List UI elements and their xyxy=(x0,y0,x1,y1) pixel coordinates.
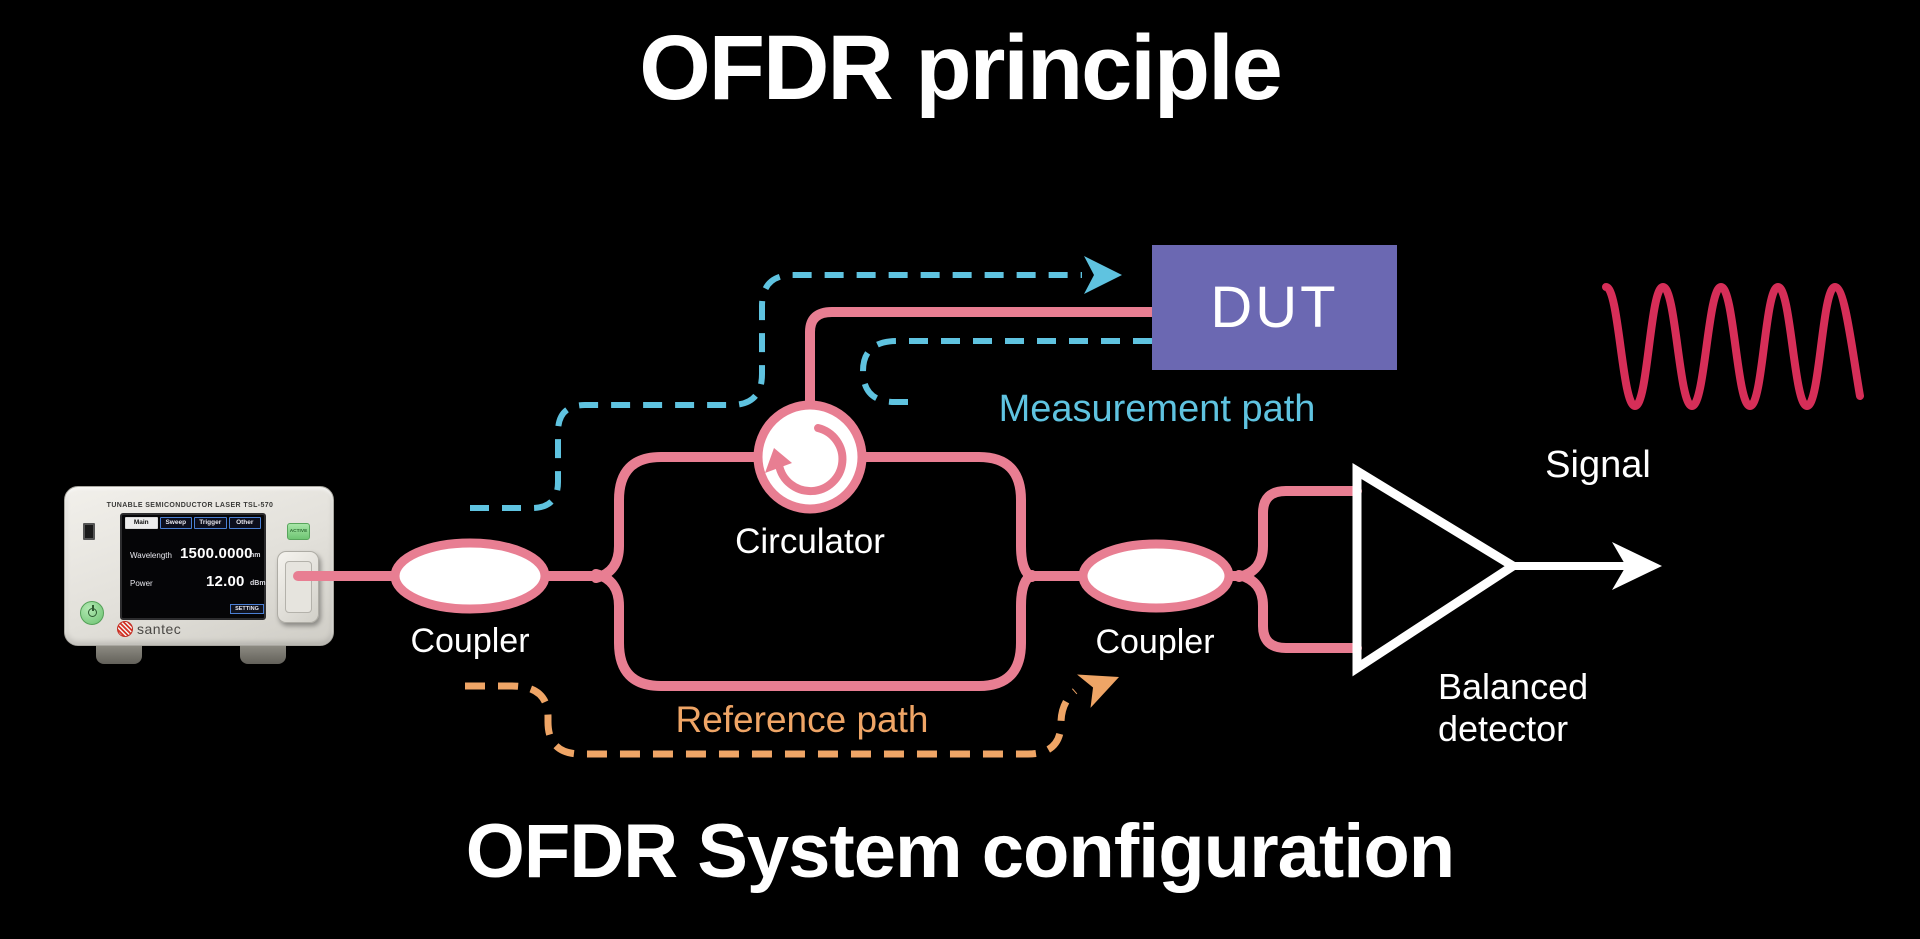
tab-main: Main xyxy=(125,517,158,529)
tab-other: Other xyxy=(228,517,261,529)
brand-logo: santec xyxy=(117,621,181,637)
circulator-label: Circulator xyxy=(735,522,885,561)
tab-trigger: Trigger xyxy=(194,517,227,529)
wavelength-label: Wavelength xyxy=(130,551,172,560)
fiber-output-connector-inner xyxy=(285,561,312,613)
coupler2-icon xyxy=(1078,539,1234,613)
signal-waveform-icon xyxy=(1602,282,1864,411)
fiber-circulator-to-dut xyxy=(805,307,1158,465)
laser-screen-tabbar: Main Sweep Trigger Other xyxy=(125,517,261,529)
measurement-return-dashed xyxy=(859,338,1152,405)
power-label: Power xyxy=(130,579,153,588)
dut-label: DUT xyxy=(1210,275,1339,340)
subtitle: OFDR System configuration xyxy=(465,809,1455,894)
measurement-path-label: Measurement path xyxy=(998,388,1316,430)
fiber-lower-branch-reference xyxy=(591,569,1037,691)
power-button xyxy=(80,601,104,625)
page-title: OFDR principle xyxy=(639,17,1283,119)
balanced-detector-label: Balanced detector xyxy=(1438,666,1589,749)
power-icon xyxy=(88,605,97,617)
fiber-output-connector xyxy=(277,551,319,623)
reference-arrowhead-icon xyxy=(1077,674,1119,708)
fiber-coupler2-to-detector-bottom xyxy=(1234,570,1362,653)
coupler1-icon xyxy=(390,538,550,614)
wavelength-value: 1500.0000 xyxy=(180,545,253,562)
reference-dashed xyxy=(465,682,1078,758)
wavelength-unit: nm xyxy=(250,552,261,559)
brand-name: santec xyxy=(137,621,182,637)
circulator-arrow-icon xyxy=(775,424,847,496)
fiber-paths xyxy=(293,307,1362,691)
measurement-path-lines xyxy=(470,256,1152,511)
tunable-laser-instrument: TUNABLE SEMICONDUCTOR LASER TSL-570 Main… xyxy=(64,486,334,646)
power-unit: dBm xyxy=(250,580,266,587)
coupler1-label: Coupler xyxy=(410,622,530,660)
coupler2-label: Coupler xyxy=(1095,623,1215,661)
power-value: 12.00 xyxy=(206,573,245,590)
tab-sweep: Sweep xyxy=(159,517,192,529)
setting-button: SETTING xyxy=(230,604,264,614)
balanced-detector-shape xyxy=(1352,462,1662,677)
fiber-coupler2-to-detector-top xyxy=(1234,486,1362,582)
laser-touchscreen: Main Sweep Trigger Other Wavelength 1500… xyxy=(120,513,266,620)
reference-path-label: Reference path xyxy=(675,699,929,740)
measurement-arrowhead-icon xyxy=(1084,256,1122,294)
active-button: ACTIVE xyxy=(287,523,310,540)
detector-triangle-icon xyxy=(1352,462,1522,677)
output-arrowhead-icon xyxy=(1612,542,1662,590)
usb-port-icon xyxy=(83,523,95,540)
circulator-arrowhead-icon xyxy=(765,448,792,473)
laser-model-label: TUNABLE SEMICONDUCTOR LASER TSL-570 xyxy=(106,502,274,509)
signal-label: Signal xyxy=(1545,444,1651,486)
dut-box: DUT xyxy=(1152,245,1397,370)
measurement-outgoing-dashed xyxy=(470,272,1082,511)
santec-logo-icon xyxy=(117,621,133,637)
reference-path-lines xyxy=(465,674,1119,758)
